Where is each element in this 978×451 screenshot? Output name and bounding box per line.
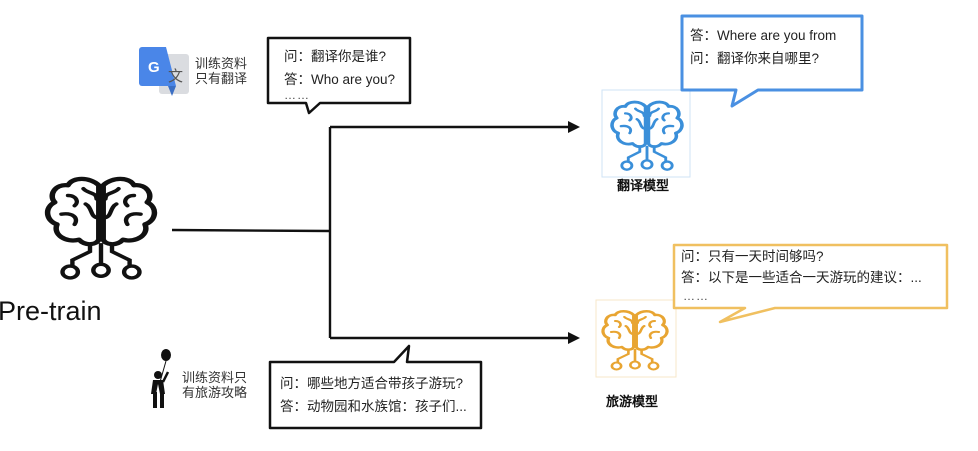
connector-lines	[171, 125, 570, 340]
translation-model-answer: 答：Where are you from	[690, 28, 837, 43]
travel-model-question: 问：只有一天时间够吗?	[681, 249, 824, 264]
arrow-to-travel-model	[568, 332, 580, 344]
travel-source-label: 训练资料只 有旅游攻略	[182, 370, 248, 400]
translation-source-ellipsis: ……	[284, 88, 310, 102]
travel-source-bubble-text: 问：哪些地方适合带孩子游玩? 答：动物园和水族馆：孩子们...	[280, 372, 467, 418]
translation-source-bubble	[266, 36, 412, 115]
svg-text:文: 文	[168, 67, 183, 85]
translation-model-name: 翻译模型	[617, 178, 670, 193]
pretrain-brain-icon	[48, 179, 155, 278]
travel-model-answer: 答：以下是一些适合一天游玩的建议：...	[681, 270, 922, 285]
translation-source-answer: 答：Who are you?	[284, 72, 396, 87]
pretrain-label: Pre-train	[0, 296, 102, 326]
travel-source-answer: 答：动物园和水族馆：孩子们...	[280, 399, 467, 414]
travel-source-bubble	[268, 344, 483, 430]
translation-source-label: 训练资料 只有翻译	[195, 56, 248, 86]
travel-model-bubble-text: 问：只有一天时间够吗? 答：以下是一些适合一天游玩的建议：...	[681, 246, 922, 288]
travel-model-bubble	[672, 243, 949, 324]
svg-text:G: G	[148, 59, 160, 76]
arrow-to-translation-model	[568, 121, 580, 133]
travel-source-question: 问：哪些地方适合带孩子游玩?	[280, 376, 464, 391]
translation-model-bubble	[680, 14, 864, 108]
person-with-balloon-icon	[151, 349, 171, 408]
travel-model-name: 旅游模型	[606, 394, 659, 409]
translation-model-question: 问：翻译你来自哪里?	[690, 51, 820, 66]
google-translate-icon: G 文	[139, 47, 189, 96]
translation-source-bubble-text: 问：翻译你是谁? 答：Who are you?	[284, 45, 395, 91]
travel-model-ellipsis: ……	[683, 289, 709, 303]
translation-source-question: 问：翻译你是谁?	[284, 49, 387, 64]
translation-model-bubble-text: 答：Where are you from 问：翻译你来自哪里?	[690, 24, 836, 70]
